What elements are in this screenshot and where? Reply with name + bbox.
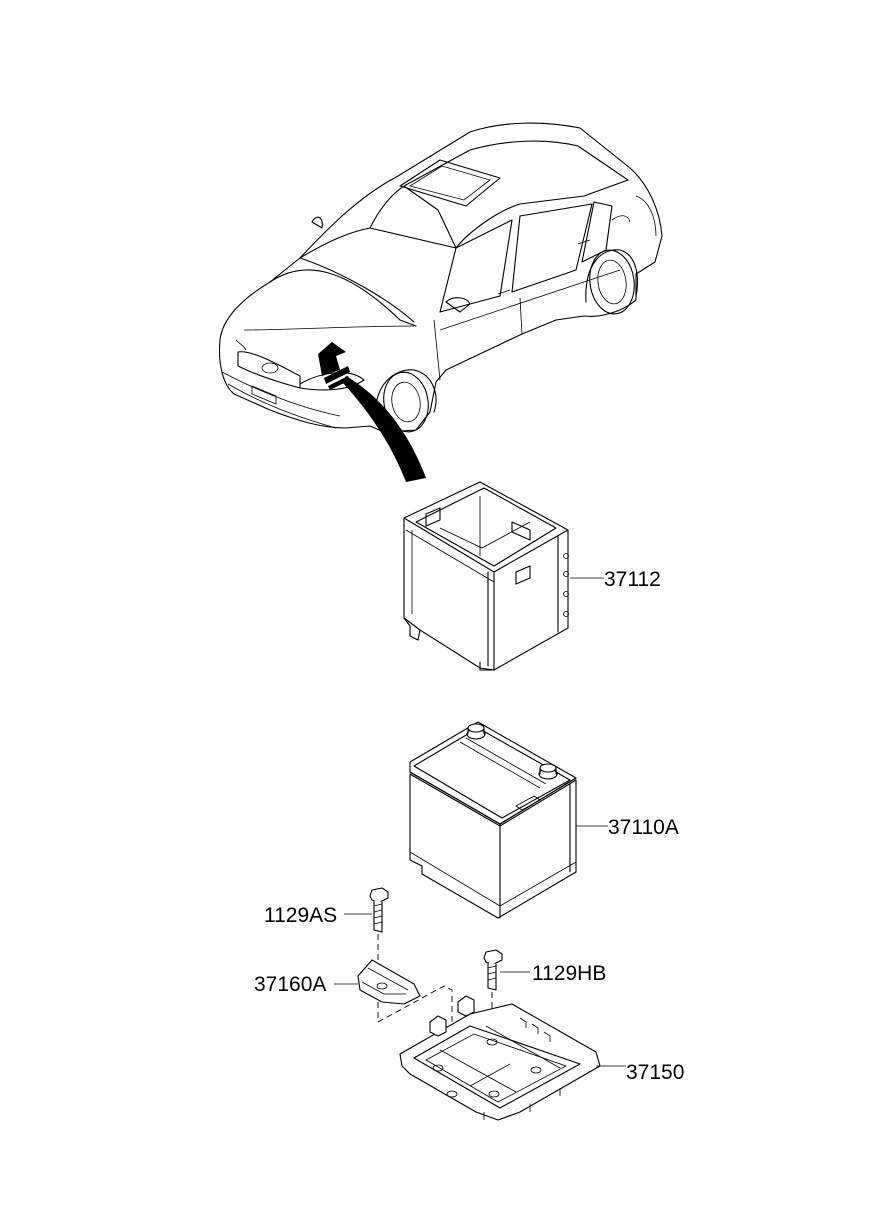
part-number-37150: 37150 [626, 1061, 684, 1084]
part-37160A-clamp [334, 959, 453, 1096]
callout-arrow-icon [342, 376, 426, 482]
part-37110A-battery [409, 721, 608, 919]
part-37112-battery-case [403, 481, 604, 671]
part-37150-battery-tray [399, 995, 626, 1121]
part-number-1129HB: 1129HB [532, 962, 606, 985]
part-1129AS-bolt [344, 887, 389, 976]
location-marker-icon [318, 342, 346, 376]
vehicle-illustration [218, 122, 663, 482]
part-number-37110A: 37110A [608, 816, 679, 839]
part-1129HB-bolt [483, 949, 530, 1040]
part-number-37112: 37112 [604, 568, 661, 591]
part-number-37160A: 37160A [254, 973, 326, 996]
part-number-1129AS: 1129AS [264, 904, 337, 927]
